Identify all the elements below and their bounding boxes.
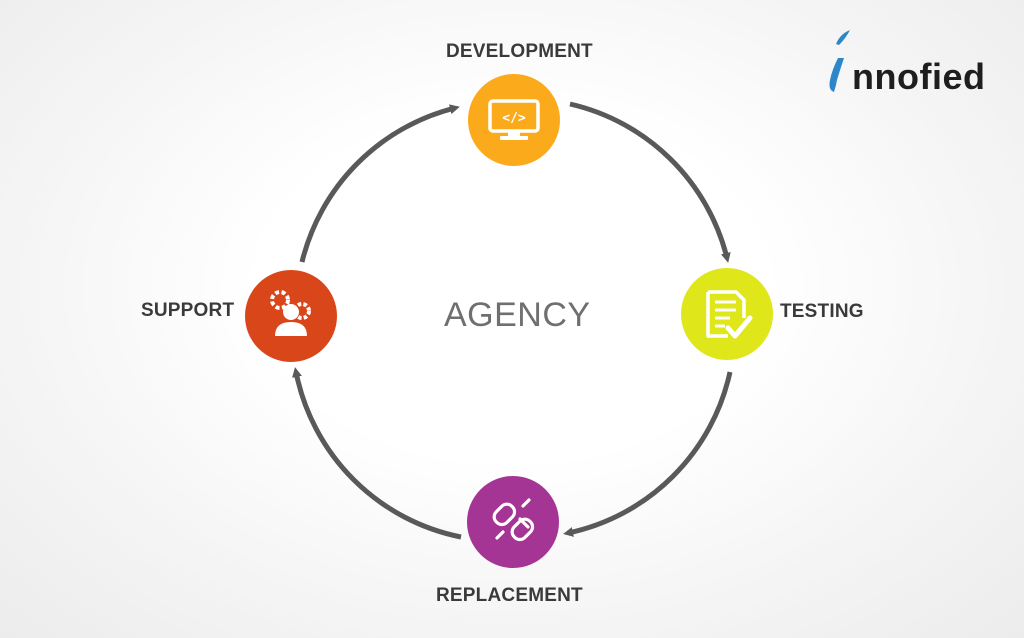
broken-link-icon xyxy=(492,498,535,542)
support-label: SUPPORT xyxy=(141,300,235,321)
checklist-icon xyxy=(706,290,753,339)
arrow-development-to-testing xyxy=(569,101,731,263)
replacement-node[interactable] xyxy=(467,476,559,568)
development-label: DEVELOPMENT xyxy=(446,41,593,62)
arrow-replacement-to-support xyxy=(292,367,462,540)
logo-i-mark xyxy=(829,30,850,92)
cycle-arrows xyxy=(292,101,733,540)
svg-text:</>: </> xyxy=(502,111,526,126)
testing-label: TESTING xyxy=(780,301,864,322)
center-label: AGENCY xyxy=(444,296,591,334)
arrow-testing-to-replacement xyxy=(563,371,733,537)
testing-circle xyxy=(681,268,773,360)
logo-wordmark: nnofied xyxy=(852,56,986,97)
replacement-circle xyxy=(467,476,559,568)
development-node[interactable]: </> xyxy=(468,74,560,166)
user-gears-icon xyxy=(270,290,311,336)
brand-logo: nnofied xyxy=(822,28,1002,98)
testing-node[interactable] xyxy=(681,268,773,360)
monitor-code-icon: </> xyxy=(488,99,540,140)
support-node[interactable] xyxy=(245,270,337,362)
replacement-label: REPLACEMENT xyxy=(436,585,583,606)
development-circle xyxy=(468,74,560,166)
arrow-support-to-development xyxy=(299,104,460,263)
